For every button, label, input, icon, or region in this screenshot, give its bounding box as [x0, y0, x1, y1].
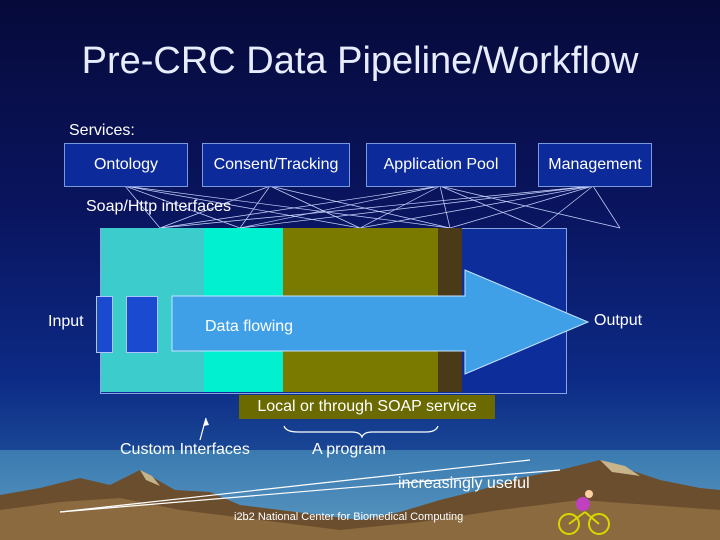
- output-label: Output: [594, 312, 643, 329]
- service-label: Management: [548, 156, 642, 173]
- service-consent-tracking[interactable]: Consent/Tracking: [202, 143, 350, 187]
- input-box-2: [126, 296, 158, 353]
- input-label: Input: [48, 313, 84, 330]
- input-box-1: [96, 296, 113, 353]
- a-program-label: A program: [312, 441, 386, 458]
- soap-http-label: Soap/Http interfaces: [86, 198, 231, 215]
- service-label: Application Pool: [383, 156, 499, 173]
- service-label: Consent/Tracking: [213, 156, 339, 173]
- service-management[interactable]: Management: [538, 143, 652, 187]
- service-ontology[interactable]: Ontology: [64, 143, 188, 187]
- service-label: Ontology: [93, 156, 159, 173]
- custom-interfaces-label: Custom Interfaces: [120, 441, 250, 458]
- footer-credit: i2b2 National Center for Biomedical Comp…: [234, 511, 464, 523]
- local-soap-label: Local or through SOAP service: [239, 395, 495, 419]
- page-title: Pre-CRC Data Pipeline/Workflow: [81, 40, 639, 82]
- increasingly-useful-label: increasingly useful: [398, 475, 530, 492]
- cyclist-icon: [558, 490, 610, 535]
- services-heading: Services:: [69, 122, 135, 139]
- data-flowing-label: Data flowing: [205, 318, 294, 335]
- service-application-pool[interactable]: Application Pool: [366, 143, 516, 187]
